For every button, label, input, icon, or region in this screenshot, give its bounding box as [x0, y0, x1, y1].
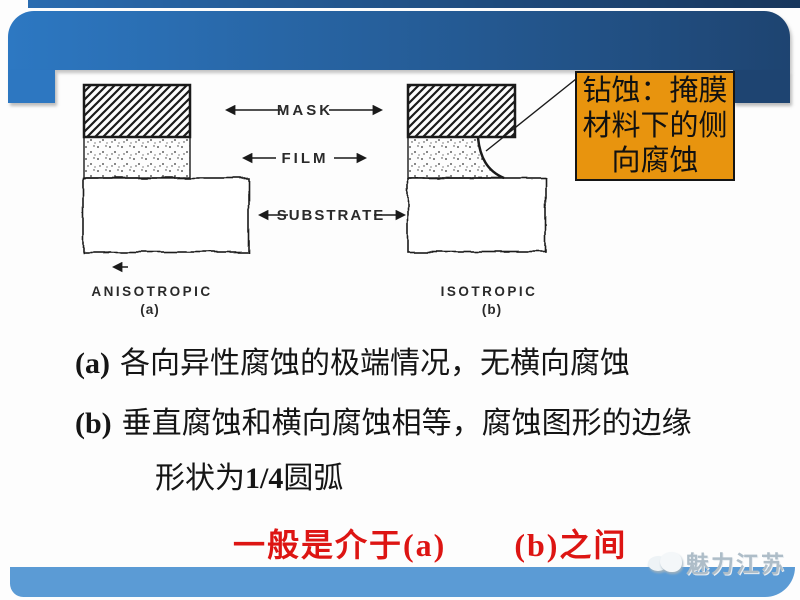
caption-b-tag: (b): [75, 407, 112, 440]
anisotropic-structure: [82, 83, 249, 253]
mask-label: MASK: [277, 102, 333, 119]
anisotropic-label: ANISOTROPIC: [91, 284, 212, 299]
substrate-label: SUBSTRATE: [277, 207, 386, 224]
caption-a: (a) 各向异性腐蚀的极端情况，无横向腐蚀: [75, 338, 630, 382]
header-left-leg: [8, 70, 55, 103]
watermark-text: 魅力江苏: [686, 552, 786, 577]
caption-b2-frac: 1/4: [245, 462, 284, 495]
caption-b2-post: 圆弧: [283, 462, 344, 495]
undercut-callout: 钻蚀：掩膜 材料下的侧 向腐蚀: [575, 71, 735, 181]
callout-line-3: 向腐蚀: [611, 144, 699, 177]
isotropic-tag: (b): [482, 302, 502, 317]
conclusion-text: 一般是介于(a) (b)之间: [233, 527, 628, 563]
substrate-right: [407, 177, 547, 253]
caption-b-text: 垂直腐蚀和横向腐蚀相等，腐蚀图形的边缘: [121, 407, 692, 440]
caption-b: (b) 垂直腐蚀和横向腐蚀相等，腐蚀图形的边缘: [75, 398, 692, 442]
isotropic-structure: [406, 78, 577, 253]
cloud-icon: [648, 550, 682, 574]
callout-line-1: 钻蚀：掩膜: [582, 74, 728, 107]
film-right-undercut: [407, 136, 505, 179]
caption-b-line2: 形状为1/4圆弧: [155, 453, 343, 497]
callout-pointer-line: [485, 78, 577, 152]
substrate-left: [82, 177, 249, 253]
isotropic-label: ISOTROPIC: [441, 284, 538, 299]
mask-right: [406, 83, 517, 139]
mask-left: [82, 83, 192, 139]
header-right-leg: [733, 70, 790, 103]
footer-bar: [10, 567, 795, 597]
film-label: FILM: [282, 150, 329, 167]
watermark: 魅力江苏: [648, 545, 786, 579]
caption-b2-pre: 形状为: [155, 462, 245, 495]
anisotropic-tag: (a): [140, 302, 160, 317]
film-left: [83, 136, 191, 179]
caption-a-text: 各向异性腐蚀的极端情况，无横向腐蚀: [119, 347, 630, 380]
undercut-curve: [476, 137, 505, 180]
callout-line-2: 材料下的侧: [582, 109, 728, 142]
header-band: [8, 11, 790, 70]
label-arrows: [111, 104, 407, 273]
caption-a-tag: (a): [75, 347, 110, 380]
top-accent-strip: [28, 0, 800, 8]
